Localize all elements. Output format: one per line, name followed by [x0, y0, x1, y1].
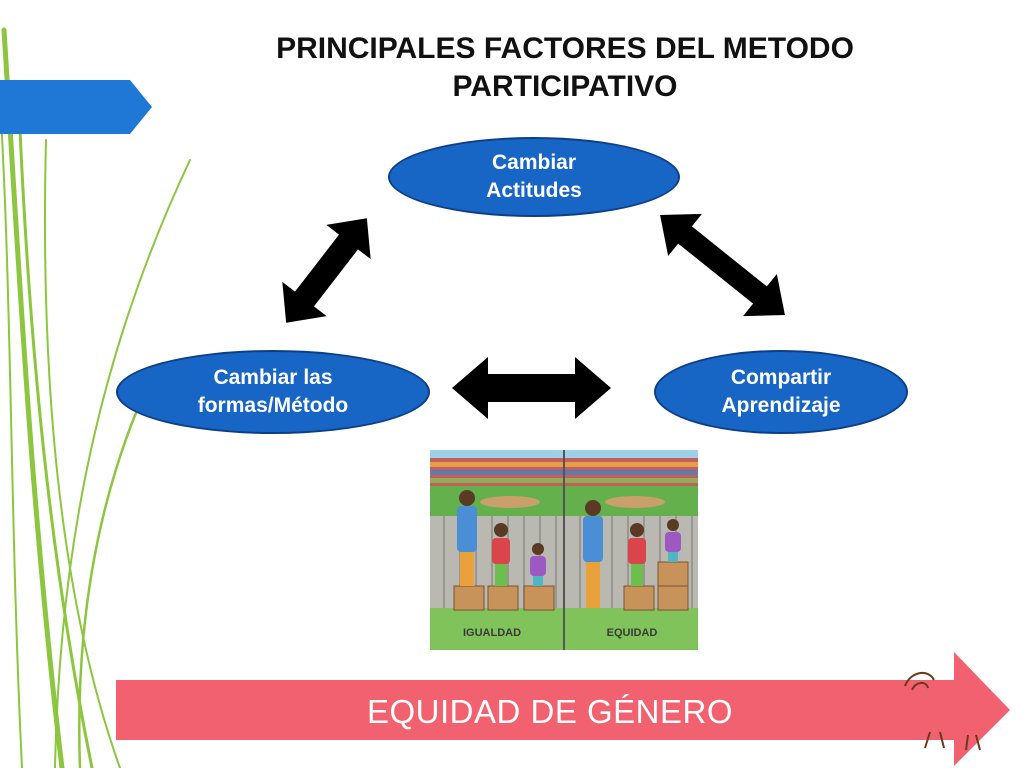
node-left-line-2: formas/Método — [197, 394, 349, 417]
illustration-panel-equity: EQUIDAD — [565, 450, 698, 650]
node-cambiar-formas-metodo: Cambiar las formas/Método — [116, 350, 430, 434]
cartoon-figure-decoration — [904, 671, 981, 751]
node-compartir-aprendizaje: Compartir Aprendizaje — [654, 350, 908, 434]
node-top-line-1: Cambiar — [491, 151, 577, 174]
node-right-line-2: Aprendizaje — [721, 394, 841, 417]
banner-label: EQUIDAD DE GÉNERO — [366, 693, 734, 730]
label-equidad: EQUIDAD — [607, 627, 658, 639]
node-top-line-2: Actitudes — [486, 179, 582, 202]
double-arrow-horizontal — [452, 357, 611, 419]
page-title: PRINCIPALES FACTORES DEL METODO PARTICIP… — [190, 30, 940, 106]
equality-equity-illustration: IGUALDAD EQUIDAD — [430, 450, 698, 650]
node-left-line-1: Cambiar las — [213, 366, 333, 389]
label-igualdad: IGUALDAD — [463, 627, 521, 639]
double-arrow-top-left — [282, 218, 371, 323]
node-right-line-1: Compartir — [730, 366, 832, 389]
blue-tab-shape — [0, 80, 152, 134]
node-cambiar-actitudes: Cambiar Actitudes — [388, 137, 680, 217]
double-arrow-top-right — [660, 213, 785, 317]
title-line-2: PARTICIPATIVO — [452, 70, 678, 103]
illustration-panel-equality: IGUALDAD — [430, 450, 563, 650]
title-line-1: PRINCIPALES FACTORES DEL METODO — [276, 32, 854, 65]
